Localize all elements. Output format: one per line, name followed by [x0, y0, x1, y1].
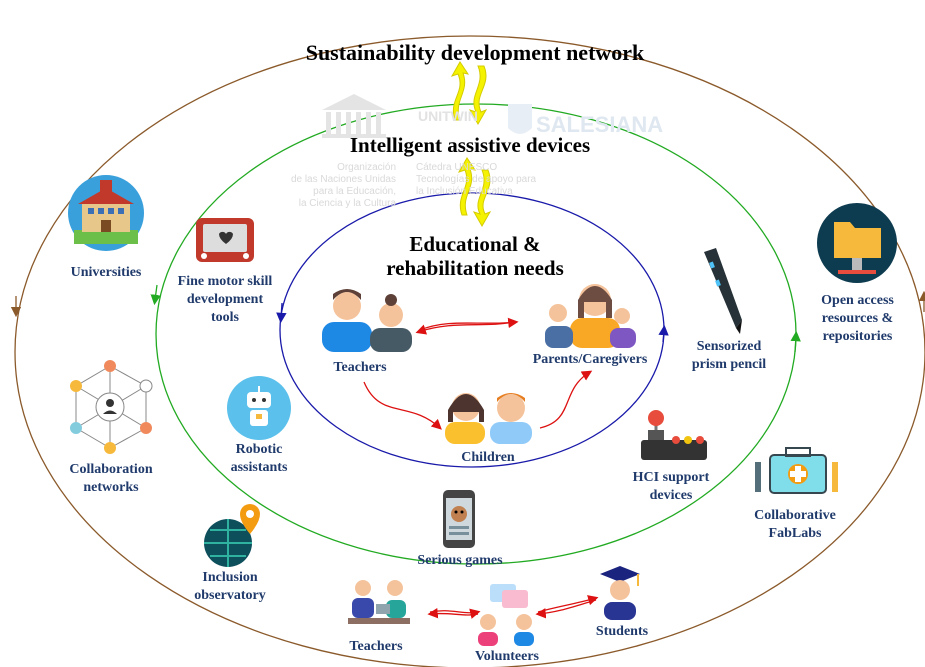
- inner-teachers-label: Teachers: [333, 360, 387, 375]
- etch-a-sketch-icon: [196, 218, 254, 262]
- unesco-logo-watermark: [322, 94, 386, 138]
- watermark-chair-line3: la Inclusión Educativa: [416, 186, 513, 197]
- prism-pencil-icon: [704, 248, 742, 334]
- middle-ring-arrow-right: [790, 330, 801, 353]
- middle-ring-title: Intelligent assistive devices: [349, 133, 591, 157]
- robotic-label: Robotic assistants: [214, 441, 304, 477]
- open-access-folder-icon: [817, 203, 897, 283]
- outer-ring-title: Sustainability development network: [305, 40, 645, 65]
- inner-relations: [363, 317, 599, 619]
- middle-ring-arrow-left: [150, 284, 161, 306]
- prism-pencil-label: Sensorized prism pencil: [674, 338, 784, 374]
- fine-motor-line1: Fine motor skill: [177, 274, 273, 289]
- fablabs-line1: Collaborative: [754, 508, 836, 523]
- inner-ring-title-line2: rehabilitation needs: [386, 256, 564, 280]
- fine-motor-line3: tools: [211, 310, 239, 325]
- unitwin-watermark: UNITWIN: [418, 108, 478, 124]
- pencil-line2: prism pencil: [691, 357, 767, 372]
- children-label: Children: [461, 450, 515, 465]
- hci-line2: devices: [649, 488, 693, 503]
- bottom-teachers-label: Teachers: [349, 639, 403, 654]
- parents-people-icon: [545, 284, 636, 348]
- globe-pin-icon: [204, 504, 260, 567]
- hci-line1: HCI support: [632, 470, 710, 485]
- bottom-teachers-icon: [348, 580, 410, 624]
- collaboration-network-icon: [70, 360, 153, 454]
- open-access-label: Open access resources & repositories: [800, 292, 915, 346]
- inclusion-observatory-label: Inclusion observatory: [180, 569, 280, 605]
- collaboration-networks-label: Collaboration networks: [56, 461, 166, 497]
- open-line1: Open access: [821, 293, 894, 308]
- inner-ring-arrow-right: [658, 324, 669, 343]
- collab-line1: Collaboration: [69, 462, 153, 477]
- phone-game-icon: [443, 490, 475, 548]
- watermark-org-line1: Organización: [337, 162, 396, 173]
- volunteers-label: Volunteers: [474, 649, 540, 664]
- fablabs-line2: FabLabs: [768, 526, 822, 541]
- inner-ring-arrow-left: [276, 302, 287, 324]
- volunteers-icon: [478, 584, 534, 646]
- flow-arrows-middle: [457, 157, 492, 228]
- university-icon: [68, 175, 144, 251]
- open-line2: resources &: [821, 311, 894, 326]
- universities-label: Universities: [70, 265, 142, 280]
- chair-watermark-text: Cátedra UNESCO Tecnologías de apoyo para…: [416, 162, 556, 198]
- graduate-student-icon: [600, 566, 640, 620]
- toolbox-icon: [755, 447, 838, 494]
- watermark-org-line4: la Ciencia y la Cultura: [298, 198, 396, 209]
- unesco-watermark-text: Organización de las Naciones Unidas para…: [286, 162, 396, 210]
- watermark-org-line3: para la Educación,: [313, 186, 396, 197]
- hci-label: HCI support devices: [616, 469, 726, 505]
- fine-motor-line2: development: [186, 292, 264, 307]
- robot-icon: [227, 376, 291, 440]
- watermark-chair-line2: Tecnologías de apoyo para: [416, 174, 537, 185]
- teachers-people-icon: [322, 289, 412, 352]
- inclusion-line1: Inclusion: [202, 570, 258, 585]
- inclusion-line2: observatory: [194, 588, 266, 603]
- collab-line2: networks: [83, 480, 139, 495]
- flow-arrows-top: [450, 61, 488, 126]
- open-line3: repositories: [822, 329, 893, 344]
- robotic-line1: Robotic: [235, 442, 283, 457]
- salesiana-logo-watermark: [508, 104, 532, 134]
- watermark-org-line2: de las Naciones Unidas: [290, 174, 396, 185]
- joystick-icon: [641, 410, 707, 460]
- outer-ring: [14, 35, 925, 667]
- pencil-line1: Sensorized: [696, 339, 762, 354]
- children-people-icon: [445, 393, 532, 444]
- robotic-line2: assistants: [230, 460, 288, 475]
- fine-motor-label: Fine motor skill development tools: [165, 273, 285, 327]
- inner-ring-title-line1: Educational &: [409, 232, 541, 256]
- watermark-chair-line1: Cátedra UNESCO: [416, 162, 498, 173]
- parents-caregivers-label: Parents/Caregivers: [532, 352, 648, 367]
- students-label: Students: [595, 624, 649, 639]
- salesiana-watermark: SALESIANA: [536, 112, 664, 137]
- fablabs-label: Collaborative FabLabs: [740, 507, 850, 543]
- serious-games-label: Serious games: [417, 553, 503, 568]
